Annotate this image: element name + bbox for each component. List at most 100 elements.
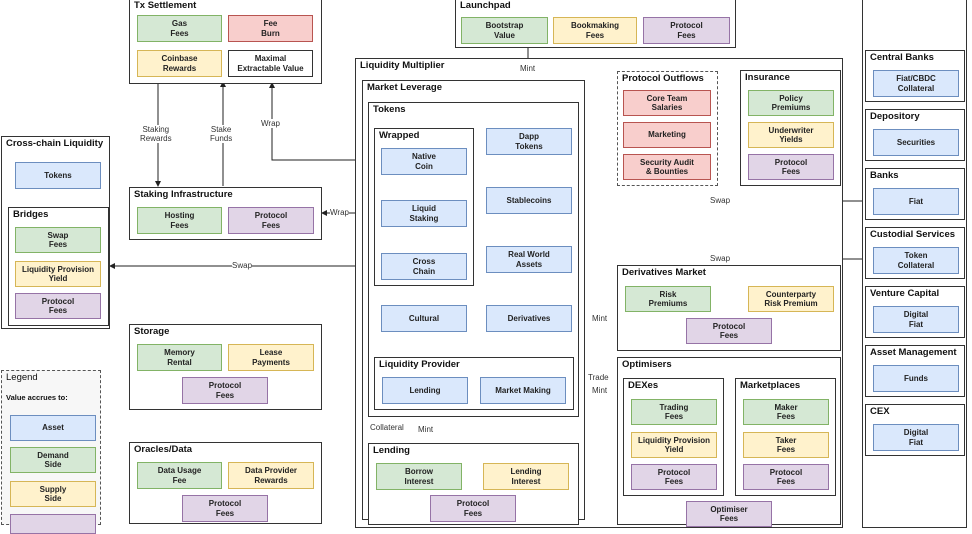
marketplaces-title: Marketplaces xyxy=(740,380,801,391)
launchpad-title: Launchpad xyxy=(460,0,511,11)
dapp-tokens-node[interactable]: Dapp Tokens xyxy=(486,128,572,155)
insurance-title: Insurance xyxy=(745,72,790,83)
collateral-label: Collateral xyxy=(370,423,404,433)
staking-rewards-label: Staking Rewards xyxy=(140,125,172,144)
data-usage-fee-node[interactable]: Data Usage Fee xyxy=(137,462,222,489)
storage-protocol-fees-node[interactable]: Protocol Fees xyxy=(182,377,268,404)
coinbase-rewards-node[interactable]: Coinbase Rewards xyxy=(137,50,222,77)
underwriter-yields-node[interactable]: Underwriter Yields xyxy=(748,122,834,148)
bridges-box: Bridges Swap Fees Liquidity Provision Yi… xyxy=(8,207,109,326)
protocol-outflows-title: Protocol Outflows xyxy=(622,73,704,84)
bootstrap-value-node[interactable]: Bootstrap Value xyxy=(461,17,548,44)
cross-chain-token-node[interactable]: Cross Chain xyxy=(381,253,467,280)
optimiser-fees-node[interactable]: Optimiser Fees xyxy=(686,501,772,527)
dex-protocol-fees-node[interactable]: Protocol Fees xyxy=(631,464,717,490)
cross-chain-liquidity-title: Cross-chain Liquidity xyxy=(6,138,104,149)
cross-chain-liquidity-box: Cross-chain Liquidity Tokens Bridges Swa… xyxy=(1,136,110,329)
fee-burn-node[interactable]: Fee Burn xyxy=(228,15,313,42)
cross-chain-tokens-node[interactable]: Tokens xyxy=(15,162,101,189)
asset-management-box: Asset Management Funds xyxy=(865,345,965,397)
fiat-node[interactable]: Fiat xyxy=(873,188,959,215)
central-banks-box: Central Banks Fiat/CBDC Collateral xyxy=(865,50,965,102)
bookmaking-fees-node[interactable]: Bookmaking Fees xyxy=(553,17,637,44)
launchpad-protocol-fees-node[interactable]: Protocol Fees xyxy=(643,17,730,44)
central-banks-title: Central Banks xyxy=(870,52,934,63)
oracles-data-title: Oracles/Data xyxy=(134,444,193,455)
risk-premiums-node[interactable]: Risk Premiums xyxy=(625,286,711,312)
marketing-node[interactable]: Marketing xyxy=(623,122,711,148)
gas-fees-node[interactable]: Gas Fees xyxy=(137,15,222,42)
mint-label-1: Mint xyxy=(520,64,536,74)
lending-protocol-fees-node[interactable]: Protocol Fees xyxy=(430,495,516,522)
security-audit-node[interactable]: Security Audit & Bounties xyxy=(623,154,711,180)
counterparty-risk-premium-node[interactable]: Counterparty Risk Premium xyxy=(748,286,834,312)
core-team-salaries-node[interactable]: Core Team Salaries xyxy=(623,90,711,116)
swap-label-3: Swap xyxy=(710,254,731,264)
oracles-data-box: Oracles/Data Data Usage Fee Data Provide… xyxy=(129,442,322,524)
venture-capital-title: Venture Capital xyxy=(870,288,940,299)
bridge-swap-fees-node[interactable]: Swap Fees xyxy=(15,227,101,253)
legend-asset-node: Asset xyxy=(10,415,96,441)
bridge-lp-yield-node[interactable]: Liquidity Provision Yield xyxy=(15,261,101,287)
optimisers-box: Optimisers DEXes Trading Fees Liquidity … xyxy=(617,357,841,527)
derivatives-protocol-fees-node[interactable]: Protocol Fees xyxy=(686,318,772,344)
securities-node[interactable]: Securities xyxy=(873,129,959,156)
lease-payments-node[interactable]: Lease Payments xyxy=(228,344,314,371)
derivatives-market-title: Derivatives Market xyxy=(622,267,706,278)
legend-subtitle: Value accrues to: xyxy=(6,393,68,402)
borrow-interest-node[interactable]: Borrow Interest xyxy=(376,463,462,490)
market-making-node[interactable]: Market Making xyxy=(480,377,566,404)
insurance-protocol-fees-node[interactable]: Protocol Fees xyxy=(748,154,834,180)
cex-digital-fiat-node[interactable]: Digital Fiat xyxy=(873,424,959,451)
liquidity-provider-title: Liquidity Provider xyxy=(379,359,460,370)
tx-settlement-box: Tx Settlement Gas Fees Fee Burn Coinbase… xyxy=(129,0,322,84)
native-coin-node[interactable]: Native Coin xyxy=(381,148,467,175)
staking-infrastructure-box: Staking Infrastructure Hosting Fees Prot… xyxy=(129,187,322,240)
swap-label-2: Swap xyxy=(710,196,731,206)
token-collateral-node[interactable]: Token Collateral xyxy=(873,247,959,274)
stake-funds-label: Stake Funds xyxy=(210,125,233,144)
fiat-cbdc-collateral-node[interactable]: Fiat/CBDC Collateral xyxy=(873,70,959,97)
derivatives-market-box: Derivatives Market Risk Premiums Counter… xyxy=(617,265,841,351)
banks-box: Banks Fiat xyxy=(865,168,965,220)
storage-title: Storage xyxy=(134,326,170,337)
trading-fees-node[interactable]: Trading Fees xyxy=(631,399,717,425)
custodial-services-box: Custodial Services Token Collateral xyxy=(865,227,965,279)
staking-protocol-fees-node[interactable]: Protocol Fees xyxy=(228,207,314,234)
legend-title: Legend xyxy=(6,372,38,383)
mint-label-2: Mint xyxy=(592,314,608,324)
derivatives-token-node[interactable]: Derivatives xyxy=(486,305,572,332)
liquid-staking-node[interactable]: Liquid Staking xyxy=(381,200,467,227)
launchpad-box: Launchpad Bootstrap Value Bookmaking Fee… xyxy=(455,0,736,48)
dex-lp-yield-node[interactable]: Liquidity Provision Yield xyxy=(631,432,717,458)
cex-box: CEX Digital Fiat xyxy=(865,404,965,456)
hosting-fees-node[interactable]: Hosting Fees xyxy=(137,207,222,234)
legend-box: Legend Value accrues to: Asset Demand Si… xyxy=(1,370,101,534)
taker-fees-node[interactable]: Taker Fees xyxy=(743,432,829,458)
lending-asset-node[interactable]: Lending xyxy=(382,377,468,404)
data-provider-rewards-node[interactable]: Data Provider Rewards xyxy=(228,462,314,489)
bridge-protocol-fees-node[interactable]: Protocol Fees xyxy=(15,293,101,319)
cex-title: CEX xyxy=(870,406,890,417)
funds-node[interactable]: Funds xyxy=(873,365,959,392)
depository-box: Depository Securities xyxy=(865,109,965,161)
marketplace-protocol-fees-node[interactable]: Protocol Fees xyxy=(743,464,829,490)
vc-digital-fiat-node[interactable]: Digital Fiat xyxy=(873,306,959,333)
stablecoins-node[interactable]: Stablecoins xyxy=(486,187,572,214)
storage-box: Storage Memory Rental Lease Payments Pro… xyxy=(129,324,322,410)
legend-supply-side-node: Supply Side xyxy=(10,481,96,507)
custodial-services-title: Custodial Services xyxy=(870,229,956,240)
maker-fees-node[interactable]: Maker Fees xyxy=(743,399,829,425)
legend-demand-side-node: Demand Side xyxy=(10,447,96,473)
cultural-node[interactable]: Cultural xyxy=(381,305,467,332)
mev-node[interactable]: Maximal Extractable Value xyxy=(228,50,313,77)
memory-rental-node[interactable]: Memory Rental xyxy=(137,344,222,371)
staking-infrastructure-title: Staking Infrastructure xyxy=(134,189,233,200)
policy-premiums-node[interactable]: Policy Premiums xyxy=(748,90,834,116)
lending-interest-node[interactable]: Lending Interest xyxy=(483,463,569,490)
wrap-label-1: Wrap xyxy=(261,119,280,129)
protocol-outflows-box: Protocol Outflows Core Team Salaries Mar… xyxy=(617,71,718,186)
dexes-box: DEXes Trading Fees Liquidity Provision Y… xyxy=(623,378,724,496)
oracles-protocol-fees-node[interactable]: Protocol Fees xyxy=(182,495,268,522)
real-world-assets-node[interactable]: Real World Assets xyxy=(486,246,572,273)
